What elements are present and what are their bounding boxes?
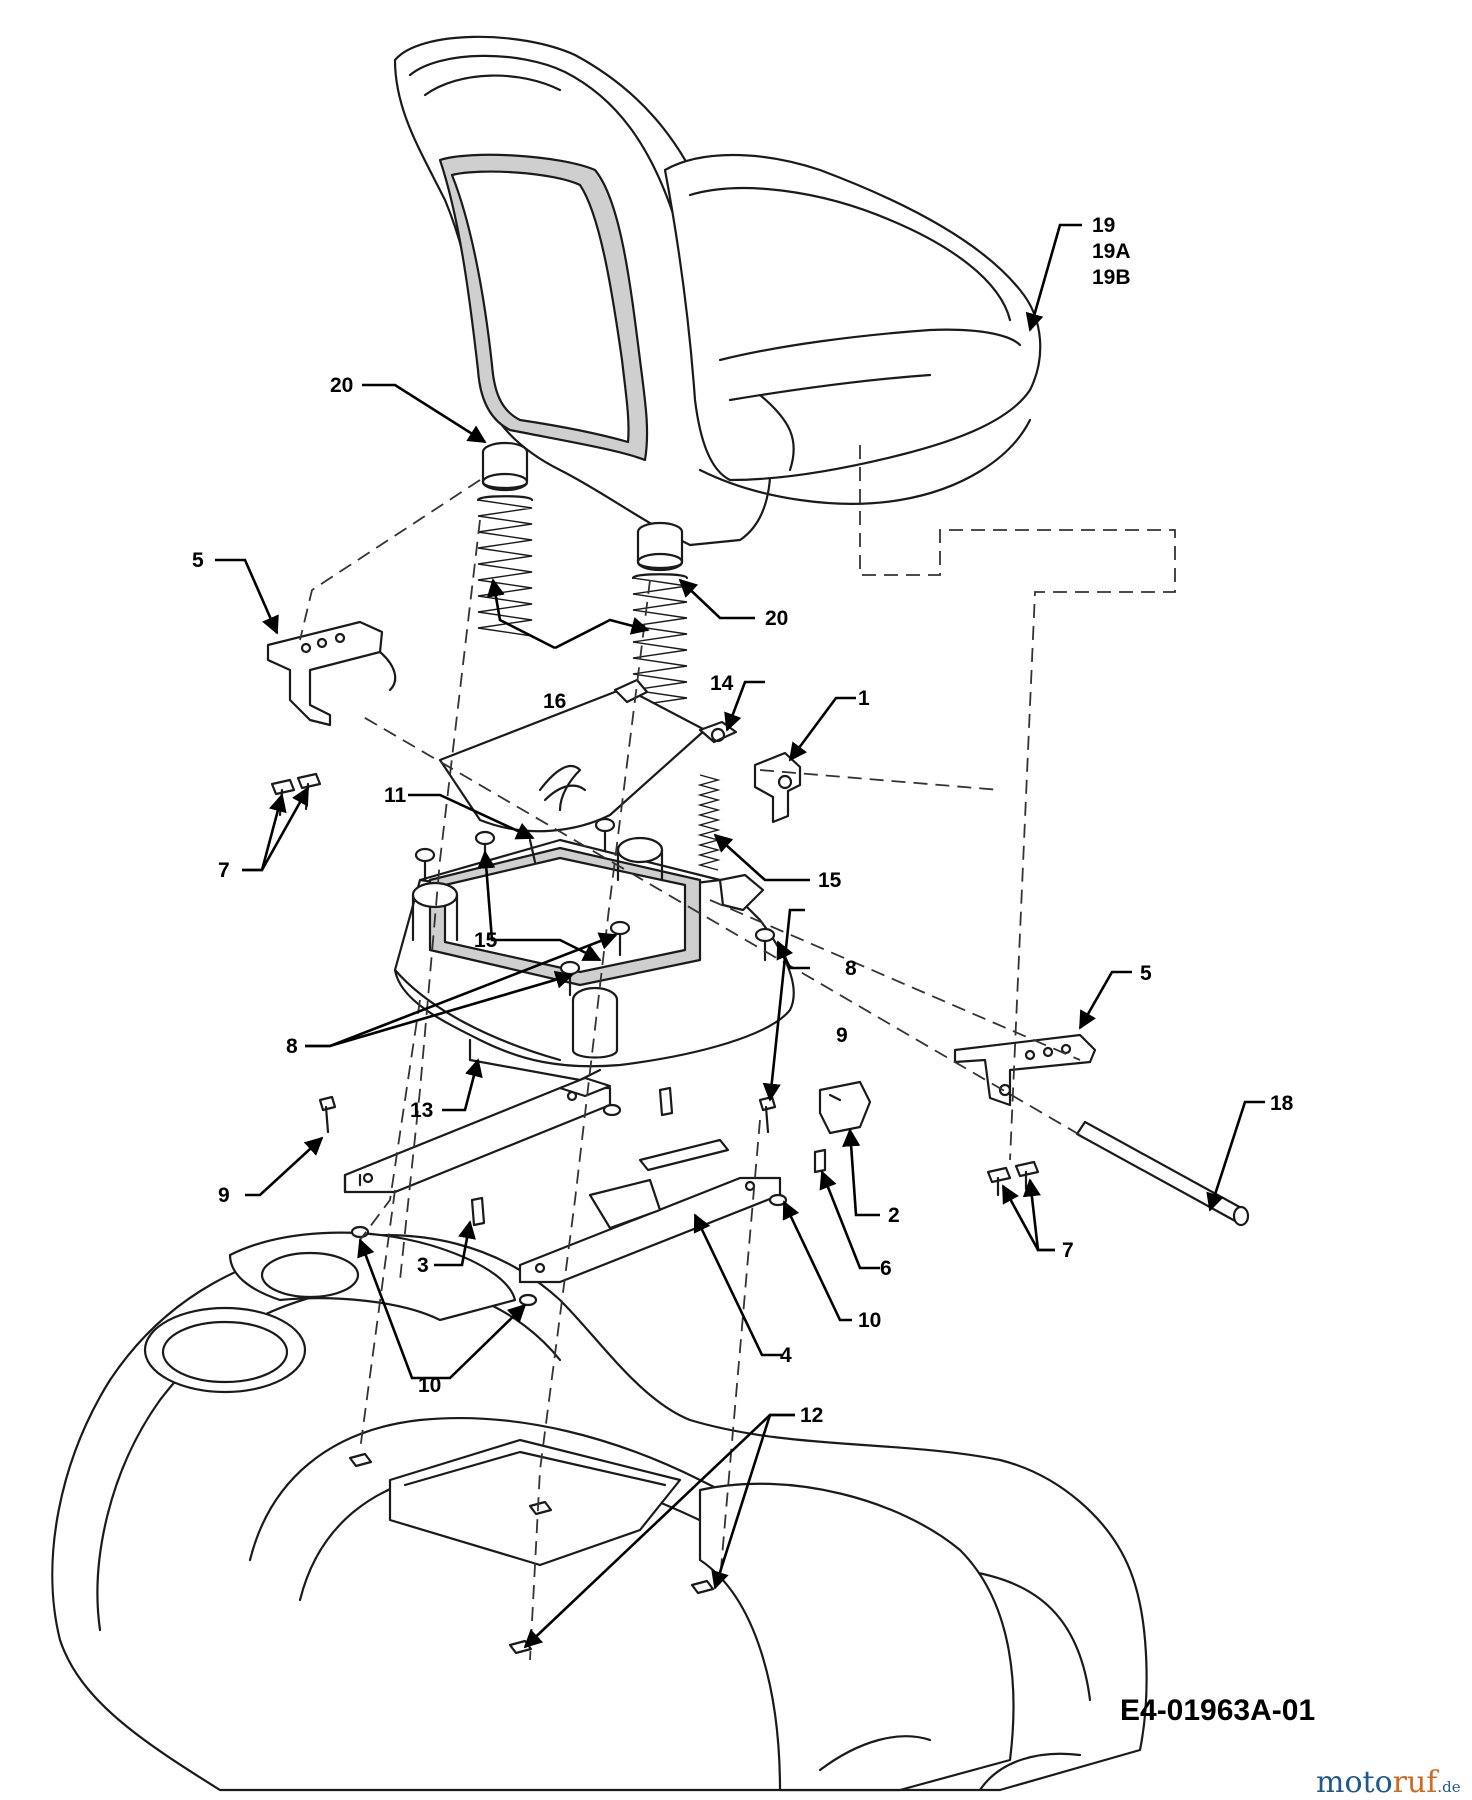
pivot-pin <box>1075 1120 1250 1227</box>
watermark-part1: moto <box>1316 1765 1393 1800</box>
spring-left <box>476 495 534 637</box>
callout-10-right: 10 <box>858 1309 881 1332</box>
latch-spring <box>697 774 721 871</box>
carriage-bolt <box>414 847 436 882</box>
callout-8-left: 8 <box>286 1035 298 1058</box>
fender-body <box>51 1231 1148 1792</box>
seat-base-tray <box>393 836 795 1082</box>
hex-bolts-right <box>986 1160 1040 1197</box>
seat-mounting-opening <box>388 1438 682 1567</box>
watermark-logo: motoruf.de <box>1316 1765 1461 1800</box>
callout-15-right: 15 <box>818 869 842 892</box>
callout-1: 1 <box>858 687 870 710</box>
carriage-bolt <box>594 817 616 852</box>
callout-10-left: 10 <box>418 1374 441 1397</box>
mounting-screw <box>470 1196 486 1227</box>
mounting-bracket-left <box>266 620 397 727</box>
drawing-code: E4-01963A-01 <box>1120 1694 1315 1727</box>
screw-right <box>758 1095 777 1134</box>
seat-latch-bracket <box>753 751 802 824</box>
callout-11: 11 <box>384 784 407 807</box>
callout-13: 13 <box>410 1099 433 1122</box>
callout-3: 3 <box>417 1254 429 1277</box>
mounting-bracket-right <box>953 1033 1097 1107</box>
lock-nut <box>602 1103 622 1117</box>
callout-19b: 19B <box>1092 266 1131 289</box>
callout-19a: 19A <box>1092 240 1131 263</box>
shoulder-screw <box>813 1148 827 1174</box>
assembly-lines <box>299 445 1176 1661</box>
callout-7-left: 7 <box>218 859 230 882</box>
callout-leaders <box>215 223 1265 1649</box>
clip-nut <box>348 1452 373 1468</box>
callout-20-right: 20 <box>765 607 788 630</box>
hinge <box>698 720 738 744</box>
clip-nut <box>528 1500 553 1516</box>
bumper-right <box>636 521 684 572</box>
callout-7-right: 7 <box>1062 1239 1074 1262</box>
watermark-suffix: .de <box>1437 1778 1460 1796</box>
lock-nut <box>518 1293 538 1307</box>
callout-labels: 19 19A 19B 20 20 5 5 16 14 1 11 7 15 15 … <box>192 214 1294 1427</box>
callout-15-center: 15 <box>474 929 498 952</box>
mounting-screw <box>658 1086 674 1117</box>
screw-left <box>318 1095 337 1134</box>
lock-nut <box>768 1193 788 1207</box>
bumper-left <box>481 441 529 492</box>
spring-right <box>631 573 689 707</box>
callout-16: 16 <box>543 690 566 713</box>
seat-slide-left <box>343 1076 612 1194</box>
callout-5-right: 5 <box>1140 962 1152 985</box>
callout-9-left: 9 <box>218 1184 230 1207</box>
watermark-part2: ruf <box>1393 1765 1440 1800</box>
seat <box>393 35 1042 547</box>
callout-14: 14 <box>710 672 734 695</box>
callout-2: 2 <box>888 1204 900 1227</box>
cup-holder <box>143 1306 307 1394</box>
callout-12: 12 <box>800 1404 823 1427</box>
callout-20-top: 20 <box>330 374 353 397</box>
callout-9-right: 9 <box>836 1024 848 1047</box>
seat-pan-plate <box>438 678 707 833</box>
cotter-pin <box>528 838 537 864</box>
callout-19: 19 <box>1092 214 1115 237</box>
callout-8-right: 8 <box>845 957 857 980</box>
seat-slide-right <box>518 1138 782 1284</box>
callout-18: 18 <box>1270 1092 1294 1115</box>
carriage-bolt <box>754 927 776 962</box>
svg-text:motoruf.de: motoruf.de <box>1316 1765 1461 1800</box>
carriage-bolt <box>609 920 631 957</box>
callout-6: 6 <box>880 1257 892 1280</box>
callout-5-left: 5 <box>192 549 204 572</box>
latch-plate <box>818 1080 872 1135</box>
callout-4: 4 <box>780 1344 792 1367</box>
